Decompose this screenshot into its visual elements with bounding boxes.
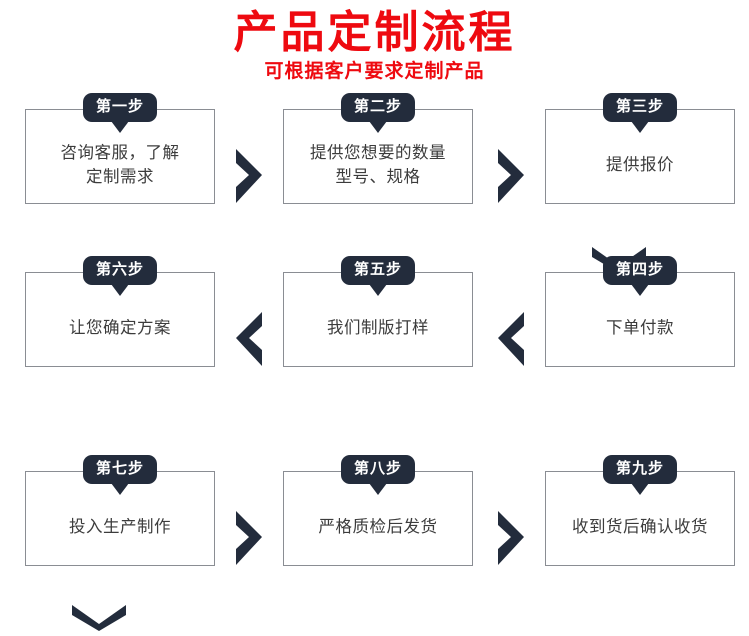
step-badge-1: 第一步 [82,93,158,122]
page-subtitle: 可根据客户要求定制产品 [264,61,485,83]
step-badge-label: 第八步 [353,460,403,478]
chevron-right-icon [494,149,528,204]
step-badge-label: 第一步 [95,98,145,116]
step-description: 收到货后确认收货 [572,517,708,536]
step-card-9[interactable]: 第九步 收到货后确认收货 [545,455,735,567]
step-body-9: 收到货后确认收货 [546,472,734,565]
process-flow-diagram: 第一步 咨询客服，了解 定制需求 第二步 提供您想要的数量 型号、规格 [0,84,749,632]
step-badge-4: 第四步 [602,256,678,285]
step-badge-2: 第二步 [340,93,416,122]
chevron-right-icon [494,511,528,566]
step-description: 提供您想要的数量 型号、规格 [310,143,446,186]
step-description: 让您确定方案 [69,318,171,337]
step-badge-label: 第四步 [615,261,665,279]
step-body-4: 下单付款 [546,273,734,366]
chevron-right-icon [232,511,266,566]
step-body-3: 提供报价 [546,110,734,203]
step-card-4[interactable]: 第四步 下单付款 [545,256,735,368]
flow-row-2: 第六步 让您确定方案 第五步 我们制版打样 [0,256,749,632]
chevron-right-icon [232,149,266,204]
step-badge-label: 第五步 [353,261,403,279]
chevron-left-icon [494,312,528,367]
step-card-2[interactable]: 第二步 提供您想要的数量 型号、规格 [283,93,473,205]
step-badge-9: 第九步 [602,455,678,484]
step-card-5[interactable]: 第五步 我们制版打样 [283,256,473,368]
step-card-8[interactable]: 第八步 严格质检后发货 [283,455,473,567]
step-badge-label: 第七步 [95,460,145,478]
step-body-5: 我们制版打样 [284,273,472,366]
step-card-6[interactable]: 第六步 让您确定方案 [25,256,215,368]
step-body-1: 咨询客服，了解 定制需求 [26,110,214,203]
step-body-7: 投入生产制作 [26,472,214,565]
step-badge-3: 第三步 [602,93,678,122]
step-description: 我们制版打样 [327,318,429,337]
flow-row-3: 第七步 投入生产制作 第八步 严格质检后发货 [0,455,749,571]
page-header: 产品定制流程 可根据客户要求定制产品 [0,0,749,84]
step-description: 提供报价 [606,155,674,174]
step-badge-label: 第二步 [353,98,403,116]
flow-row-1: 第一步 咨询客服，了解 定制需求 第二步 提供您想要的数量 型号、规格 [0,93,749,274]
step-badge-7: 第七步 [82,455,158,484]
step-description: 咨询客服，了解 定制需求 [60,143,180,186]
step-description: 严格质检后发货 [318,517,438,536]
step-badge-6: 第六步 [82,256,158,285]
chevron-down-icon [72,605,126,636]
step-badge-label: 第三步 [615,98,665,116]
chevron-left-icon [232,312,266,367]
step-card-3[interactable]: 第三步 提供报价 [545,93,735,205]
step-badge-label: 第九步 [615,460,665,478]
step-badge-label: 第六步 [95,261,145,279]
step-description: 投入生产制作 [69,517,171,536]
step-badge-8: 第八步 [340,455,416,484]
step-card-7[interactable]: 第七步 投入生产制作 [25,455,215,567]
page-title: 产品定制流程 [233,8,516,57]
step-body-8: 严格质检后发货 [284,472,472,565]
step-body-2: 提供您想要的数量 型号、规格 [284,110,472,203]
step-card-1[interactable]: 第一步 咨询客服，了解 定制需求 [25,93,215,205]
step-badge-5: 第五步 [340,256,416,285]
step-description: 下单付款 [606,318,674,337]
step-body-6: 让您确定方案 [26,273,214,366]
